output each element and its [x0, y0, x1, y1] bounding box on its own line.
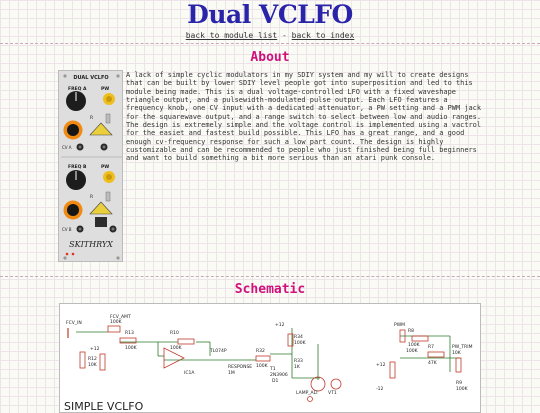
rail-plus-12-mid: +12	[275, 322, 285, 328]
fcv-in-label: FCV_IN	[66, 320, 82, 326]
about-paragraph: A lack of simple cyclic modulators in my…	[126, 71, 482, 163]
pulse-output-icon	[95, 217, 107, 227]
pw-trim-value: 10K	[452, 350, 462, 356]
led-a	[65, 252, 69, 256]
r10-value: 100K	[170, 345, 183, 351]
breadcrumb-nav: back to module list - back to index	[0, 31, 540, 40]
pw-trim-label: PW_TRIM	[452, 344, 473, 350]
nav-separator: -	[277, 31, 292, 40]
r13-label: R13	[125, 330, 134, 336]
freq-b-label: FREQ B	[68, 164, 87, 170]
range-b-switch[interactable]	[105, 191, 111, 202]
lamp-label: LAMP_ALT	[296, 390, 319, 396]
r34-value: 100K	[294, 340, 307, 346]
fcv-amt-label: FCV_AMT	[110, 314, 131, 320]
cv-a-label: CV A	[62, 145, 72, 150]
r33-value: 1K	[294, 364, 301, 370]
range-a-label: R	[90, 115, 93, 121]
r8-label: R8	[408, 328, 414, 334]
pw-a-label: PW	[101, 86, 109, 92]
schematic-drawing: FCV_IN R13 100K FCV_AMT 100K R10 100K TL…	[64, 314, 473, 413]
range-a-switch[interactable]	[105, 113, 111, 124]
range-b-label: R	[90, 194, 93, 200]
logo: SKITHRYX	[69, 240, 113, 249]
r10-label: R10	[170, 330, 179, 336]
page-title: Dual VCLFO	[187, 0, 353, 29]
cv-b-label: CV B	[62, 227, 72, 232]
r32-value: 100K	[256, 363, 269, 369]
triangle-a-output-icon	[89, 122, 113, 136]
back-to-module-list-link[interactable]: back to module list	[185, 31, 278, 40]
rail-plus-12-left: +12	[90, 346, 100, 352]
led-b	[71, 252, 75, 256]
schematic-image[interactable]: FCV_IN R13 100K FCV_AMT 100K R10 100K TL…	[59, 303, 481, 413]
response-label: RESPONSE	[228, 364, 252, 370]
t1-label: T1	[269, 366, 276, 372]
r9-label: R9	[456, 380, 462, 386]
schematic-title: SIMPLE VCLFO	[64, 400, 144, 413]
r9-value: 100K	[456, 386, 469, 392]
pwm-value: 100K	[406, 348, 419, 354]
divider	[0, 43, 540, 44]
module-name: DUAL VCLFO	[73, 75, 108, 81]
t1-value: 2N3906	[270, 372, 288, 378]
rail-plus-12-right: +12	[376, 362, 386, 368]
rail-minus-12-right: -12	[376, 386, 383, 392]
opamp-part-label: TL074P	[209, 348, 227, 354]
pwm-label: PWM	[394, 322, 405, 328]
fcv-amt-value: 100K	[110, 319, 123, 325]
r34-label: R34	[294, 334, 303, 340]
r7-label: R7	[428, 344, 434, 350]
about-heading: About	[250, 50, 290, 65]
triangle-b-output-icon	[89, 201, 113, 215]
back-to-index-link[interactable]: back to index	[291, 31, 355, 40]
ic1a-label: IC1A	[184, 370, 195, 376]
r13-value: 100K	[125, 345, 138, 351]
response-value: 1M	[228, 370, 235, 376]
r33-label: R33	[294, 358, 303, 364]
r7-value: 47K	[428, 360, 438, 366]
divider	[0, 276, 540, 277]
pw-b-label: PW	[101, 164, 109, 170]
module-photo[interactable]: DUAL VCLFO FREQ A PW R CV A FREQ B PW R …	[58, 70, 123, 262]
d1-label: D1	[272, 378, 278, 384]
r32-label: R32	[256, 348, 265, 354]
schematic-heading: Schematic	[234, 282, 306, 297]
vt1-label: VT1	[328, 390, 337, 396]
module-illustration: DUAL VCLFO FREQ A PW R CV A FREQ B PW R …	[59, 71, 122, 261]
r8-value: 100K	[408, 342, 421, 348]
r12-value: 10K	[88, 362, 98, 368]
r12-label: R12	[88, 356, 97, 362]
freq-a-label: FREQ A	[68, 86, 87, 92]
